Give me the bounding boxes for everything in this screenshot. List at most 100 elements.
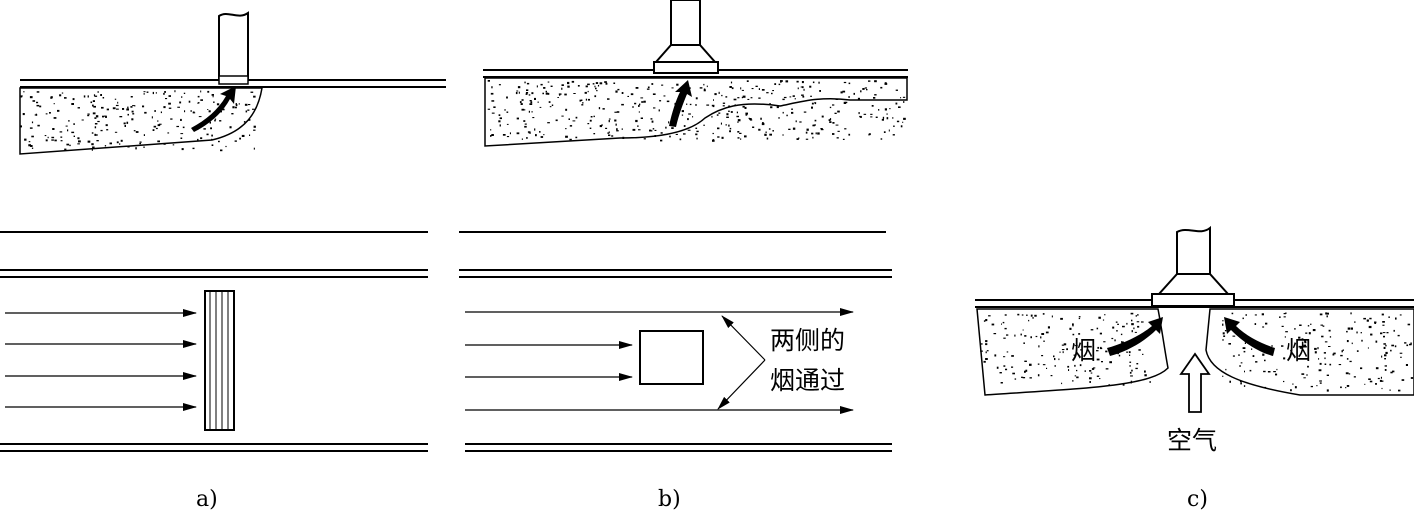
- smoke-speck: [832, 133, 835, 135]
- smoke-speck: [751, 88, 754, 90]
- smoke-speck: [733, 98, 737, 101]
- smoke-speck: [87, 140, 91, 143]
- smoke-speck: [638, 104, 640, 107]
- smoke-speck: [1238, 354, 1240, 356]
- smoke-speck: [832, 122, 835, 124]
- panel-a-caption: a): [196, 487, 218, 512]
- smoke-speck: [572, 120, 576, 122]
- smoke-speck: [131, 110, 134, 113]
- smoke-speck: [590, 116, 593, 118]
- smoke-speck: [588, 98, 590, 101]
- smoke-speck: [616, 128, 618, 131]
- smoke-speck: [214, 119, 216, 122]
- smoke-speck: [211, 144, 214, 146]
- smoke-speck: [238, 103, 240, 105]
- smoke-speck: [1244, 370, 1245, 373]
- smoke-speck: [981, 343, 983, 345]
- smoke-speck: [805, 138, 809, 140]
- smoke-speck: [1308, 332, 1311, 335]
- smoke-speckles: [1222, 312, 1414, 392]
- smoke-speckles: [487, 80, 906, 142]
- smoke-speck: [880, 86, 883, 89]
- smoke-speck: [718, 112, 721, 114]
- smoke-speck: [163, 143, 166, 145]
- smoke-speck: [608, 120, 610, 123]
- smoke-speck: [155, 92, 157, 94]
- smoke-speck: [884, 82, 887, 84]
- smoke-speck: [688, 113, 691, 115]
- smoke-speck: [1384, 365, 1387, 367]
- smoke-speck: [635, 87, 639, 89]
- smoke-speck: [745, 114, 748, 116]
- smoke-speck: [616, 111, 620, 113]
- smoke-speck: [1381, 355, 1383, 358]
- smoke-speck: [124, 125, 126, 127]
- smoke-speck: [521, 108, 525, 111]
- smoke-speck: [95, 134, 98, 136]
- smoke-speck: [1384, 369, 1387, 371]
- detector-plan-square: [639, 330, 704, 385]
- smoke-speck: [184, 110, 186, 113]
- smoke-speck: [985, 351, 987, 354]
- smoke-speck: [51, 139, 54, 141]
- smoke-speck: [135, 131, 139, 133]
- smoke-speck: [1326, 312, 1329, 315]
- smoke-speck: [1000, 382, 1003, 384]
- smoke-speck: [540, 83, 543, 86]
- annotation-line-1: 两侧的: [770, 326, 845, 355]
- smoke-speck: [1089, 370, 1092, 372]
- smoke-speck: [67, 129, 69, 132]
- smoke-speck: [50, 96, 53, 99]
- smoke-speck: [703, 83, 705, 86]
- smoke-speck: [73, 135, 75, 137]
- smoke-speck: [739, 132, 742, 134]
- smoke-speck: [1004, 327, 1007, 330]
- smoke-speck: [119, 116, 123, 118]
- smoke-speck: [1391, 344, 1394, 347]
- smoke-speck: [873, 97, 876, 99]
- smoke-speck: [112, 107, 116, 110]
- smoke-speck: [1222, 339, 1224, 341]
- smoke-speck: [771, 92, 773, 95]
- smoke-speck: [1242, 317, 1244, 320]
- smoke-speck: [651, 120, 654, 123]
- smoke-speck: [607, 98, 610, 100]
- smoke-speck: [641, 101, 644, 103]
- smoke-speck: [1317, 347, 1319, 350]
- smoke-speck: [737, 119, 741, 122]
- smoke-speck: [210, 127, 212, 130]
- smoke-speck: [181, 148, 184, 151]
- smoke-speck: [817, 132, 820, 135]
- smoke-speck: [671, 127, 674, 129]
- smoke-speck: [493, 106, 496, 108]
- smoke-speck: [487, 108, 491, 110]
- smoke-speck: [811, 106, 813, 109]
- smoke-speck: [540, 136, 544, 138]
- smoke-speck: [519, 101, 522, 103]
- smoke-speck: [659, 100, 662, 102]
- smoke-speck: [244, 103, 248, 106]
- smoke-speck: [706, 85, 708, 88]
- smoke-speck: [812, 81, 815, 84]
- smoke-speck: [1120, 333, 1123, 336]
- smoke-speck: [985, 319, 988, 322]
- smoke-speck: [1249, 369, 1252, 372]
- smoke-speck: [880, 138, 883, 140]
- smoke-speck: [821, 115, 824, 118]
- smoke-speck: [638, 129, 641, 131]
- smoke-speck: [829, 118, 832, 121]
- smoke-speck: [594, 95, 597, 98]
- smoke-speck: [1017, 313, 1020, 316]
- smoke-speck: [1090, 329, 1094, 331]
- smoke-speck: [139, 141, 142, 143]
- smoke-speck: [144, 111, 147, 114]
- smoke-speck: [729, 127, 732, 130]
- smoke-speck: [77, 143, 80, 145]
- smoke-speck: [811, 132, 814, 135]
- smoke-speck: [669, 135, 671, 138]
- smoke-speck: [198, 116, 202, 118]
- smoke-speck: [1142, 353, 1144, 355]
- smoke-speck: [810, 95, 812, 97]
- smoke-speck: [1034, 314, 1037, 317]
- smoke-speck: [593, 115, 595, 118]
